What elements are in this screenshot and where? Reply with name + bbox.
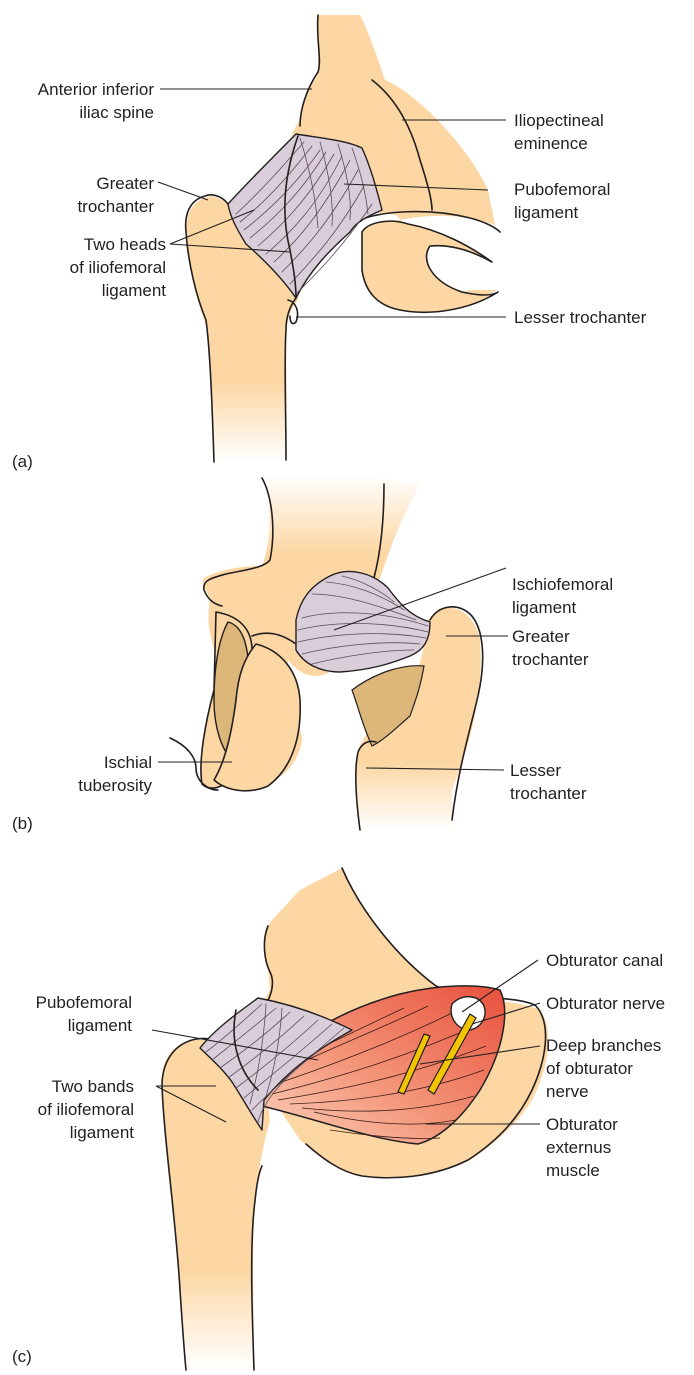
label-pubofemoral-a: Pubofemoral (514, 180, 610, 199)
label-obturator-canal: Obturator canal (546, 951, 663, 970)
label-iliopectineal-eminence-2: eminence (514, 134, 588, 153)
panel-a: Anterior inferior iliac spine Greater tr… (12, 15, 647, 471)
label-deep-branches-3: nerve (546, 1082, 589, 1101)
label-obturator-nerve: Obturator nerve (546, 994, 665, 1013)
label-lesser-trochanter-a: Lesser trochanter (514, 308, 647, 327)
ischiofemoral-ligament-b (296, 572, 430, 672)
label-anterior-inferior-iliac-spine-2: iliac spine (79, 103, 154, 122)
label-anterior-inferior-iliac-spine: Anterior inferior (38, 80, 155, 99)
label-greater-trochanter-b: Greater (512, 627, 570, 646)
label-obturator-externus: Obturator (546, 1115, 618, 1134)
label-iliopectineal-eminence: Iliopectineal (514, 111, 604, 130)
label-iliofemoral-bands-2: of iliofemoral (38, 1100, 134, 1119)
label-ischial-tuberosity-2: tuberosity (78, 776, 152, 795)
label-lesser-trochanter-b: Lesser (510, 761, 561, 780)
label-obturator-externus-2: externus (546, 1138, 611, 1157)
panel-letter-a: (a) (12, 452, 33, 471)
label-lesser-trochanter-b-2: trochanter (510, 784, 587, 803)
label-greater-trochanter-a: Greater (96, 174, 154, 193)
label-ischial-tuberosity: Ischial (104, 753, 152, 772)
label-iliofemoral-bands: Two bands (52, 1077, 134, 1096)
label-greater-trochanter-b-2: trochanter (512, 650, 589, 669)
label-iliofemoral-heads-2: of iliofemoral (70, 258, 166, 277)
panel-letter-b: (b) (12, 814, 33, 833)
label-deep-branches: Deep branches (546, 1036, 661, 1055)
label-ischiofemoral: Ischiofemoral (512, 575, 613, 594)
label-obturator-externus-3: muscle (546, 1161, 600, 1180)
panel-c: Pubofemoral ligament Two bands of iliofe… (12, 868, 665, 1370)
label-iliofemoral-heads-3: ligament (102, 281, 167, 300)
label-pubofemoral-a-2: ligament (514, 203, 579, 222)
label-iliofemoral-bands-3: ligament (70, 1123, 135, 1142)
label-deep-branches-2: of obturator (546, 1059, 633, 1078)
label-greater-trochanter-a-2: trochanter (77, 197, 154, 216)
label-pubofemoral-c: Pubofemoral (36, 993, 132, 1012)
panel-b: Ischiofemoral ligament Greater trochante… (12, 474, 613, 833)
panel-letter-c: (c) (12, 1347, 32, 1366)
label-ischiofemoral-2: ligament (512, 598, 577, 617)
obturator-ring-a (362, 221, 498, 312)
label-iliofemoral-heads: Two heads (84, 235, 166, 254)
label-pubofemoral-c-2: ligament (68, 1016, 133, 1035)
